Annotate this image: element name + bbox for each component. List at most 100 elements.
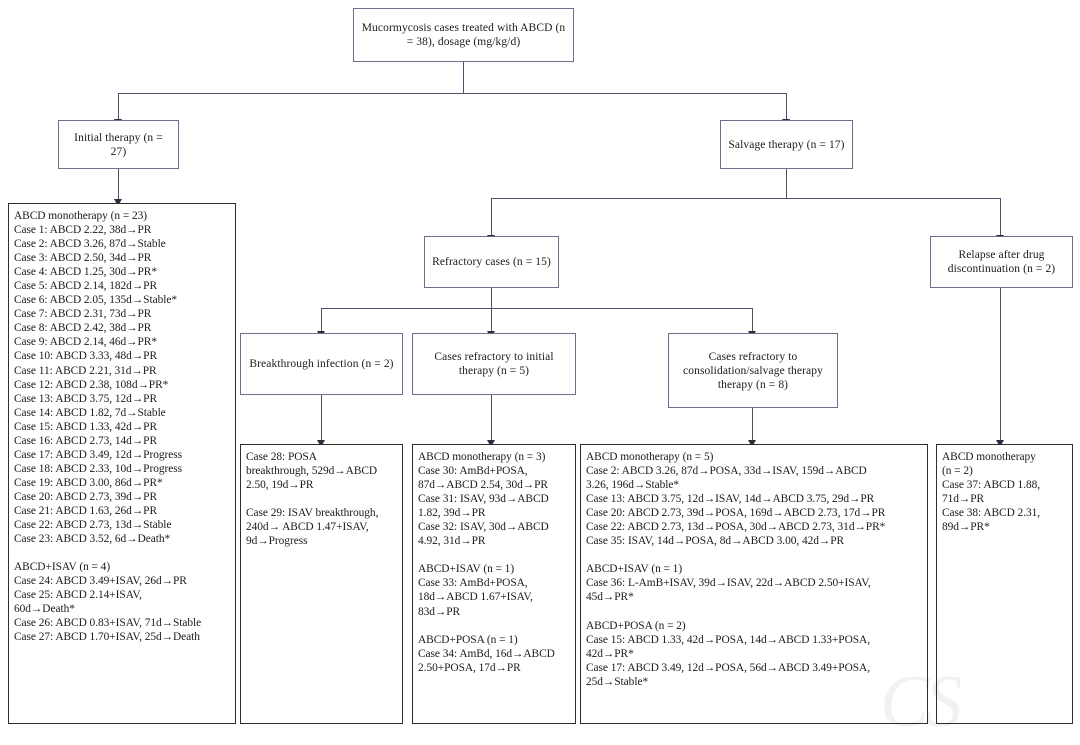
- list-item: 2.50+POSA, 17d→PR: [418, 661, 521, 674]
- connector-refractory-initial-to-list: [491, 395, 492, 442]
- list-item: Case 5: ABCD 2.14, 182d→PR: [14, 280, 157, 293]
- list-item: 2.50, 19d→PR: [246, 479, 314, 492]
- list-item: 240d→ ABCD 1.47+ISAV,: [246, 521, 369, 534]
- list-item: Case 37: ABCD 1.88,: [942, 479, 1041, 492]
- list-item: Case 21: ABCD 1.63, 26d→PR: [14, 504, 157, 517]
- connector-relapse-to-list: [1000, 288, 1001, 442]
- node-refractory-consolidation[interactable]: Cases refractory to consolidation/salvag…: [668, 333, 838, 408]
- connector-refractory-bar: [321, 308, 753, 309]
- node-refractory-initial[interactable]: Cases refractory to initial therapy (n =…: [412, 333, 576, 395]
- list-item: ABCD+POSA (n = 2): [586, 619, 686, 632]
- list-item: ABCD+ISAV (n = 4): [14, 561, 111, 574]
- list-item: Case 16: ABCD 2.73, 14d→PR: [14, 434, 157, 447]
- list-item: 83d→PR: [418, 605, 461, 618]
- list-item: Case 13: ABCD 3.75, 12d→ISAV, 14d→ABCD 3…: [586, 493, 875, 506]
- list-item: Case 3: ABCD 2.50, 34d→PR: [14, 252, 152, 265]
- list-item: [418, 619, 571, 633]
- list-item: 3.26, 196d→Stable*: [586, 479, 680, 492]
- listbox-initial-therapy-cases[interactable]: ABCD monotherapy (n = 23)Case 1: ABCD 2.…: [8, 203, 236, 724]
- list-item: 18d→ABCD 1.67+ISAV,: [418, 591, 533, 604]
- connector-to-refractory: [491, 198, 492, 236]
- list-item: Case 10: ABCD 3.33, 48d→PR: [14, 350, 157, 363]
- connector-root-stem: [463, 62, 464, 93]
- arrow-breakthrough-to-list: [317, 440, 325, 447]
- list-item: Case 24: ABCD 3.49+ISAV, 26d→PR: [14, 575, 187, 588]
- arrow-refractory-initial-to-list: [487, 440, 495, 447]
- list-item: 60d→Death*: [14, 603, 75, 616]
- connector-to-initial: [118, 93, 119, 120]
- list-item: Case 27: ABCD 1.70+ISAV, 25d→Death: [14, 631, 200, 644]
- list-item: 4.92, 31d→PR: [418, 535, 486, 548]
- list-item: Case 22: ABCD 2.73, 13d→POSA, 30d→ABCD 2…: [586, 521, 886, 534]
- list-item: 42d→PR*: [586, 647, 634, 660]
- list-item: Case 18: ABCD 2.33, 10d→Progress: [14, 462, 182, 475]
- node-refractory-consolidation-label: Cases refractory to consolidation/salvag…: [683, 350, 823, 391]
- list-item: [586, 605, 923, 619]
- list-item: Case 20: ABCD 2.73, 39d→POSA, 169d→ABCD …: [586, 507, 886, 520]
- connector-to-refractory-consolidation: [752, 308, 753, 333]
- arrow-initial-to-list: [114, 199, 122, 206]
- listbox-refractory-initial-cases[interactable]: ABCD monotherapy (n = 3)Case 30: AmBd+PO…: [412, 444, 576, 724]
- list-item: 1.82, 39d→PR: [418, 507, 486, 520]
- list-item: Case 2: ABCD 3.26, 87d→Stable: [14, 238, 166, 251]
- arrow-relapse-to-list: [996, 440, 1004, 447]
- listbox-refractory-consolidation-cases[interactable]: ABCD monotherapy (n = 5) Case 2: ABCD 3.2…: [580, 444, 928, 724]
- list-item: Case 8: ABCD 2.42, 38d→PR: [14, 322, 152, 335]
- connector-to-refractory-initial: [491, 308, 492, 333]
- connector-root-bar: [118, 93, 787, 94]
- list-item: ABCD+ISAV (n = 1): [586, 563, 683, 576]
- node-initial-therapy-label: Initial therapy (n = 27): [74, 131, 163, 158]
- list-item: Case 38: ABCD 2.31,: [942, 507, 1041, 520]
- connector-to-relapse: [1000, 198, 1001, 236]
- connector-salvage-stem: [786, 169, 787, 198]
- list-item: Case 7: ABCD 2.31, 73d→PR: [14, 308, 152, 321]
- list-item: Case 9: ABCD 2.14, 46d→PR*: [14, 336, 157, 349]
- list-item: Case 1: ABCD 2.22, 38d→PR: [14, 224, 152, 237]
- connector-refractory-consolidation-to-list: [752, 408, 753, 442]
- list-item: Case 26: ABCD 0.83+ISAV, 71d→Stable: [14, 617, 202, 630]
- node-relapse[interactable]: Relapse after drug discontinuation (n = …: [930, 236, 1073, 288]
- list-item: 45d→PR*: [586, 591, 634, 604]
- list-item: (n = 2): [942, 465, 973, 478]
- list-item: Case 2: ABCD 3.26, 87d→POSA, 33d→ISAV, 1…: [586, 465, 867, 478]
- list-item: Case 15: ABCD 1.33, 42d→PR: [14, 420, 157, 433]
- list-item: Case 14: ABCD 1.82, 7d→Stable: [14, 406, 166, 419]
- list-item: Case 33: AmBd+POSA,: [418, 577, 528, 590]
- list-item: Case 31: ISAV, 93d→ABCD: [418, 493, 549, 506]
- connector-to-salvage: [786, 93, 787, 120]
- list-item: Case 12: ABCD 2.38, 108d→PR*: [14, 378, 169, 391]
- node-initial-therapy[interactable]: Initial therapy (n = 27): [58, 120, 179, 169]
- list-item: ABCD monotherapy: [942, 451, 1036, 463]
- list-item: Case 29: ISAV breakthrough,: [246, 507, 379, 520]
- list-item: ABCD monotherapy (n = 5): [586, 451, 714, 463]
- node-salvage-therapy[interactable]: Salvage therapy (n = 17): [720, 120, 853, 169]
- list-item: 9d→Progress: [246, 535, 308, 548]
- list-item: Case 11: ABCD 2.21, 31d→PR: [14, 364, 157, 377]
- node-breakthrough-label: Breakthrough infection (n = 2): [249, 358, 394, 370]
- list-item: Case 32: ISAV, 30d→ABCD: [418, 521, 549, 534]
- list-item: Case 6: ABCD 2.05, 135d→Stable*: [14, 294, 177, 307]
- list-item: ABCD+POSA (n = 1): [418, 633, 518, 646]
- list-item: Case 35: ISAV, 14d→POSA, 8d→ABCD 3.00, 4…: [586, 535, 845, 548]
- list-item: [246, 492, 398, 506]
- connector-to-breakthrough: [321, 308, 322, 333]
- list-item: Case 28: POSA: [246, 451, 317, 463]
- list-item: [14, 546, 231, 560]
- list-item: Case 20: ABCD 2.73, 39d→PR: [14, 490, 157, 503]
- node-refractory-cases[interactable]: Refractory cases (n = 15): [424, 236, 559, 288]
- node-refractory-initial-label: Cases refractory to initial therapy (n =…: [434, 351, 554, 377]
- list-item: Case 17: ABCD 3.49, 12d→POSA, 56d→ABCD 3…: [586, 661, 871, 674]
- list-item: Case 36: L-AmB+ISAV, 39d→ISAV, 22d→ABCD …: [586, 577, 871, 590]
- list-item: Case 34: AmBd, 16d→ABCD: [418, 647, 555, 660]
- connector-initial-to-list: [118, 169, 119, 200]
- list-item: Case 19: ABCD 3.00, 86d→PR*: [14, 476, 163, 489]
- list-item: Case 22: ABCD 2.73, 13d→Stable: [14, 519, 172, 532]
- node-breakthrough[interactable]: Breakthrough infection (n = 2): [240, 333, 403, 395]
- list-item: Case 13: ABCD 3.75, 12d→PR: [14, 392, 157, 405]
- arrow-refractory-consolidation-to-list: [748, 440, 756, 447]
- listbox-relapse-cases[interactable]: ABCD monotherapy (n = 2)Case 37: ABCD 1.8…: [936, 444, 1073, 724]
- node-root[interactable]: Mucormycosis cases treated with ABCD (n …: [353, 8, 574, 62]
- list-item: Case 30: AmBd+POSA,: [418, 465, 528, 478]
